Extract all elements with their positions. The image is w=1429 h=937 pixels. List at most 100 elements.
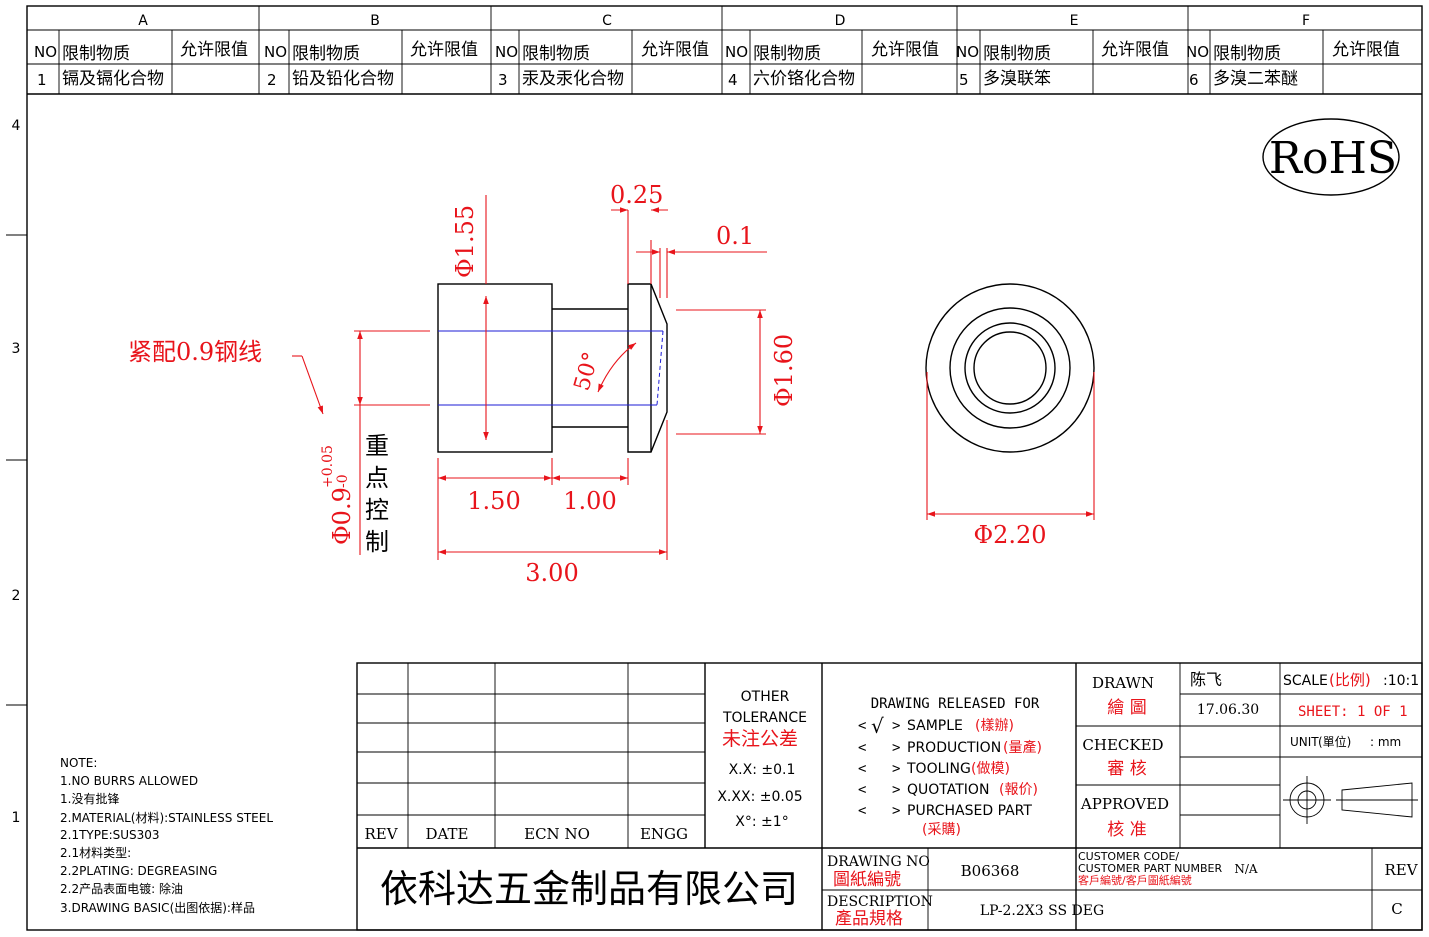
svg-text:>: > <box>892 782 900 798</box>
zone-letter: C <box>602 13 612 29</box>
header-limit: 允许限值 <box>180 40 248 60</box>
note-line: 2.MATERIAL(材料):STAINLESS STEEL <box>60 811 273 825</box>
checked-label-cn: 審 核 <box>1107 759 1146 779</box>
header-substance: 限制物质 <box>983 44 1051 64</box>
zone-letter: E <box>1070 13 1079 29</box>
dim-d155: Φ1.55 <box>451 205 479 278</box>
description-label-cn: 產品規格 <box>835 909 903 929</box>
projection-symbol-icon <box>1283 776 1418 824</box>
drawn-label: DRAWN <box>1092 674 1154 692</box>
tolerance-title: TOLERANCE <box>722 710 807 726</box>
release-items: <> √ SAMPLE (樣辦) <> PRODUCTION (量產) <> T… <box>858 714 1042 838</box>
dim-len300: 3.00 <box>525 559 578 587</box>
header-no: NO <box>956 43 979 61</box>
release-item-sample-cn: (樣辦) <box>975 717 1014 734</box>
note-line: 2.1TYPE:SUS303 <box>60 828 160 842</box>
scale-label: SCALE <box>1283 673 1328 689</box>
frame <box>6 5 1423 931</box>
header-no: NO <box>264 43 287 61</box>
key-control-char: 制 <box>365 528 389 556</box>
tolerance-xxx: X.XX: ±0.05 <box>717 789 802 805</box>
svg-text:<: < <box>858 718 866 734</box>
release-item-sample: SAMPLE <box>907 718 963 734</box>
substance-name: 镉及镉化合物 <box>62 69 164 89</box>
scale-value: :10:1 <box>1383 673 1419 689</box>
dim-d01: 0.1 <box>716 222 754 250</box>
drawing-no-label: DRAWING NO <box>827 854 930 870</box>
title-block: REV DATE ECN NO ENGG OTHER TOLERANCE 未注公… <box>356 662 1423 931</box>
key-control-char: 重 <box>365 432 389 460</box>
release-item-quotation-cn: (報价) <box>999 782 1038 798</box>
dim-tol-minus: -0 <box>335 474 351 488</box>
svg-text:>: > <box>892 761 900 777</box>
rohs-badge: RoHS <box>1262 118 1400 196</box>
note-line: 2.2PLATING: DEGREASING <box>60 864 217 878</box>
svg-text:<: < <box>858 740 866 756</box>
side-view-dimensions: Φ1.55 0.25 0.1 Φ1.60 50° Φ0.9 +0.05 -0 紧… <box>128 181 798 587</box>
header-no: NO <box>725 43 748 61</box>
tolerance-xx: X.X: ±0.1 <box>729 762 796 778</box>
scale-label-cn: (比例) <box>1329 671 1371 689</box>
header-limit: 允许限值 <box>641 40 709 60</box>
drawing-no-label-cn: 圖紙編號 <box>833 870 901 890</box>
zone-letter: D <box>835 13 846 29</box>
customer-label-cn: 客戶編號/客戶圖紙編號 <box>1078 873 1192 887</box>
key-control-char: 点 <box>365 464 389 492</box>
header-substance: 限制物质 <box>1213 44 1281 64</box>
release-item-quotation: QUOTATION <box>907 782 989 798</box>
svg-text:<: < <box>858 761 866 777</box>
substance-no: 4 <box>728 71 738 89</box>
header-no: NO <box>34 43 57 61</box>
note-line: 2.1材料类型: <box>60 846 131 860</box>
svg-text:<: < <box>858 803 866 819</box>
fit-note: 紧配0.9钢线 <box>128 338 262 366</box>
header-limit: 允许限值 <box>410 40 478 60</box>
drawn-label-cn: 繪 圖 <box>1107 698 1146 718</box>
substance-table: NO 限制物质 允许限值 NO 限制物质 允许限值 NO 限制物质 允许限值 N… <box>27 30 1422 94</box>
zone-letters: A B C D E F 4 3 2 1 <box>12 13 1310 826</box>
substance-name: 铅及铅化合物 <box>292 69 394 89</box>
rohs-label: RoHS <box>1269 133 1397 184</box>
drawing-no-value: B06368 <box>961 862 1020 880</box>
approved-label-cn: 核 准 <box>1107 820 1146 840</box>
check-mark: √ <box>871 714 884 738</box>
note-line: 3.DRAWING BASIC(出图依据):样品 <box>60 900 255 915</box>
checked-label: CHECKED <box>1082 736 1163 754</box>
date-header: DATE <box>426 825 469 843</box>
substance-no: 6 <box>1189 71 1199 89</box>
notes: NOTE: 1.NO BURRS ALLOWED 1.没有批锋 2.MATERI… <box>60 756 273 915</box>
header-substance: 限制物质 <box>753 44 821 64</box>
release-title: DRAWING RELEASED FOR <box>871 696 1040 712</box>
zone-number: 4 <box>12 118 21 134</box>
zone-number: 1 <box>12 810 21 826</box>
substance-no: 2 <box>267 71 277 89</box>
zone-number: 3 <box>12 341 21 357</box>
substance-name: 汞及汞化合物 <box>522 69 624 89</box>
header-no: NO <box>1186 43 1209 61</box>
rev-box-label: REV <box>1384 861 1418 879</box>
customer-label: CUSTOMER CODE/ <box>1078 850 1179 863</box>
unit-label: UNIT <box>1290 735 1319 749</box>
header-limit: 允许限值 <box>871 40 939 60</box>
header-no: NO <box>495 43 518 61</box>
substance-name: 多溴联笨 <box>983 69 1051 89</box>
zone-number: 2 <box>12 588 21 604</box>
part-side-view <box>437 283 668 453</box>
tolerance-title-cn: 未注公差 <box>722 728 798 750</box>
dim-d220: Φ2.20 <box>973 521 1046 549</box>
engg-header: ENGG <box>640 825 688 843</box>
unit-label-cn: (單位) <box>1318 734 1351 749</box>
zone-letter: B <box>370 13 380 29</box>
tolerance-deg: X°: ±1° <box>735 814 788 830</box>
zone-letter: F <box>1302 13 1310 29</box>
substance-no: 1 <box>37 71 47 89</box>
note-line: 1.NO BURRS ALLOWED <box>60 774 198 788</box>
note-line: 1.没有批锋 <box>60 791 119 806</box>
release-item-purchased: PURCHASED PART <box>907 803 1032 819</box>
release-item-tooling: TOOLING <box>906 761 971 777</box>
release-item-production: PRODUCTION <box>907 740 1001 756</box>
zone-letter: A <box>138 13 148 29</box>
substance-no: 3 <box>498 71 508 89</box>
description-value: LP-2.2X3 SS DEG <box>980 903 1104 919</box>
